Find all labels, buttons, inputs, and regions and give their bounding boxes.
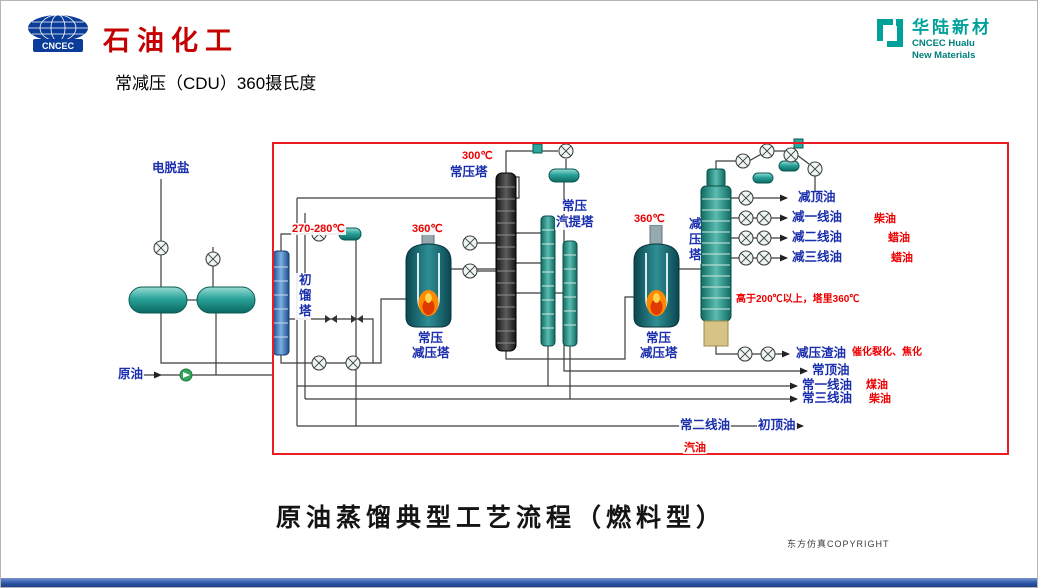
hualu-logo: 华陆新材 CNCEC Hualu New Materials	[875, 13, 992, 63]
label-furnace2-line2: 减压塔	[639, 346, 679, 361]
initial-tower-column	[272, 250, 290, 356]
label-vac-line1-oil: 减一线油	[791, 210, 844, 225]
label-atm-line2-oil: 常二线油	[679, 418, 732, 433]
label-atm-line1-oil: 常一线油	[801, 378, 854, 393]
annotation-temp-note: 高于200℃以上，塔里360℃	[735, 294, 861, 305]
annotation-fcc-coking: 催化裂化、焦化	[851, 347, 923, 358]
label-vac-residue: 减压渣油	[795, 346, 848, 361]
annotation-temp-360-atm: 360℃	[411, 223, 444, 236]
label-furnace1-line2: 减压塔	[411, 346, 451, 361]
desalter-drums	[128, 286, 256, 314]
annotation-diesel-atm: 柴油	[868, 393, 892, 406]
annotation-kerosene: 煤油	[865, 379, 889, 392]
page-title: 常减压（CDU）360摄氏度	[115, 74, 317, 93]
hualu-name-cn: 华陆新材	[912, 18, 992, 37]
annotation-diesel-vac: 柴油	[873, 213, 897, 226]
annotation-gasoline: 汽油	[683, 442, 707, 455]
valves	[325, 315, 363, 323]
hualu-name-en1: CNCEC Hualu	[912, 38, 975, 49]
copyright-text: 东方仿真COPYRIGHT	[787, 539, 890, 549]
cncec-globe-icon: CNCEC	[28, 14, 88, 52]
label-initial-top-oil: 初顶油	[757, 418, 797, 433]
label-vac-tower: 减压塔	[685, 217, 701, 264]
bottom-accent-bar	[1, 578, 1037, 587]
vacuum-tower-column	[700, 168, 732, 347]
label-vac-top-oil: 减顶油	[797, 190, 837, 205]
label-atm-line3-oil: 常三线油	[801, 391, 854, 406]
hualu-text-block: 华陆新材 CNCEC Hualu New Materials	[912, 13, 992, 63]
label-furnace2-line1: 常压	[645, 331, 673, 346]
brand-calligraphy: 石油化工	[103, 26, 239, 57]
label-atm-top-oil: 常顶油	[811, 363, 851, 378]
label-initial-tower: 初馏塔	[295, 273, 311, 320]
annotation-temp-360-vac: 360℃	[633, 213, 666, 226]
annotation-temp-270-280: 270-280℃	[291, 223, 346, 236]
label-atm-stripper-line1: 常压	[561, 199, 589, 214]
label-atm-stripper-line2: 汽提塔	[555, 215, 595, 230]
crude-pump	[179, 368, 193, 382]
annotation-wax-oil-1: 蜡油	[887, 232, 911, 245]
label-vac-line2-oil: 减二线油	[791, 230, 844, 245]
annotation-wax-oil-2: 蜡油	[890, 252, 914, 265]
cncec-logo: CNCEC	[25, 13, 91, 60]
hualu-icon	[877, 19, 903, 47]
atmospheric-tower-column	[495, 172, 517, 352]
atmospheric-furnace	[405, 224, 452, 328]
label-crude-oil: 原油	[117, 367, 145, 382]
label-furnace1-line1: 常压	[417, 331, 445, 346]
diagram-caption: 原油蒸馏典型工艺流程（燃料型）	[275, 503, 726, 532]
label-desalter: 电脱盐	[151, 161, 191, 176]
label-vac-line3-oil: 减三线油	[791, 250, 844, 265]
vacuum-furnace	[633, 224, 680, 328]
cncec-logo-text: CNCEC	[42, 41, 75, 51]
hualu-name-en2: New Materials	[912, 50, 976, 62]
annotation-temp-300: 300℃	[461, 150, 494, 163]
label-atm-tower: 常压塔	[449, 165, 489, 180]
atmospheric-stripper-columns	[540, 215, 578, 347]
